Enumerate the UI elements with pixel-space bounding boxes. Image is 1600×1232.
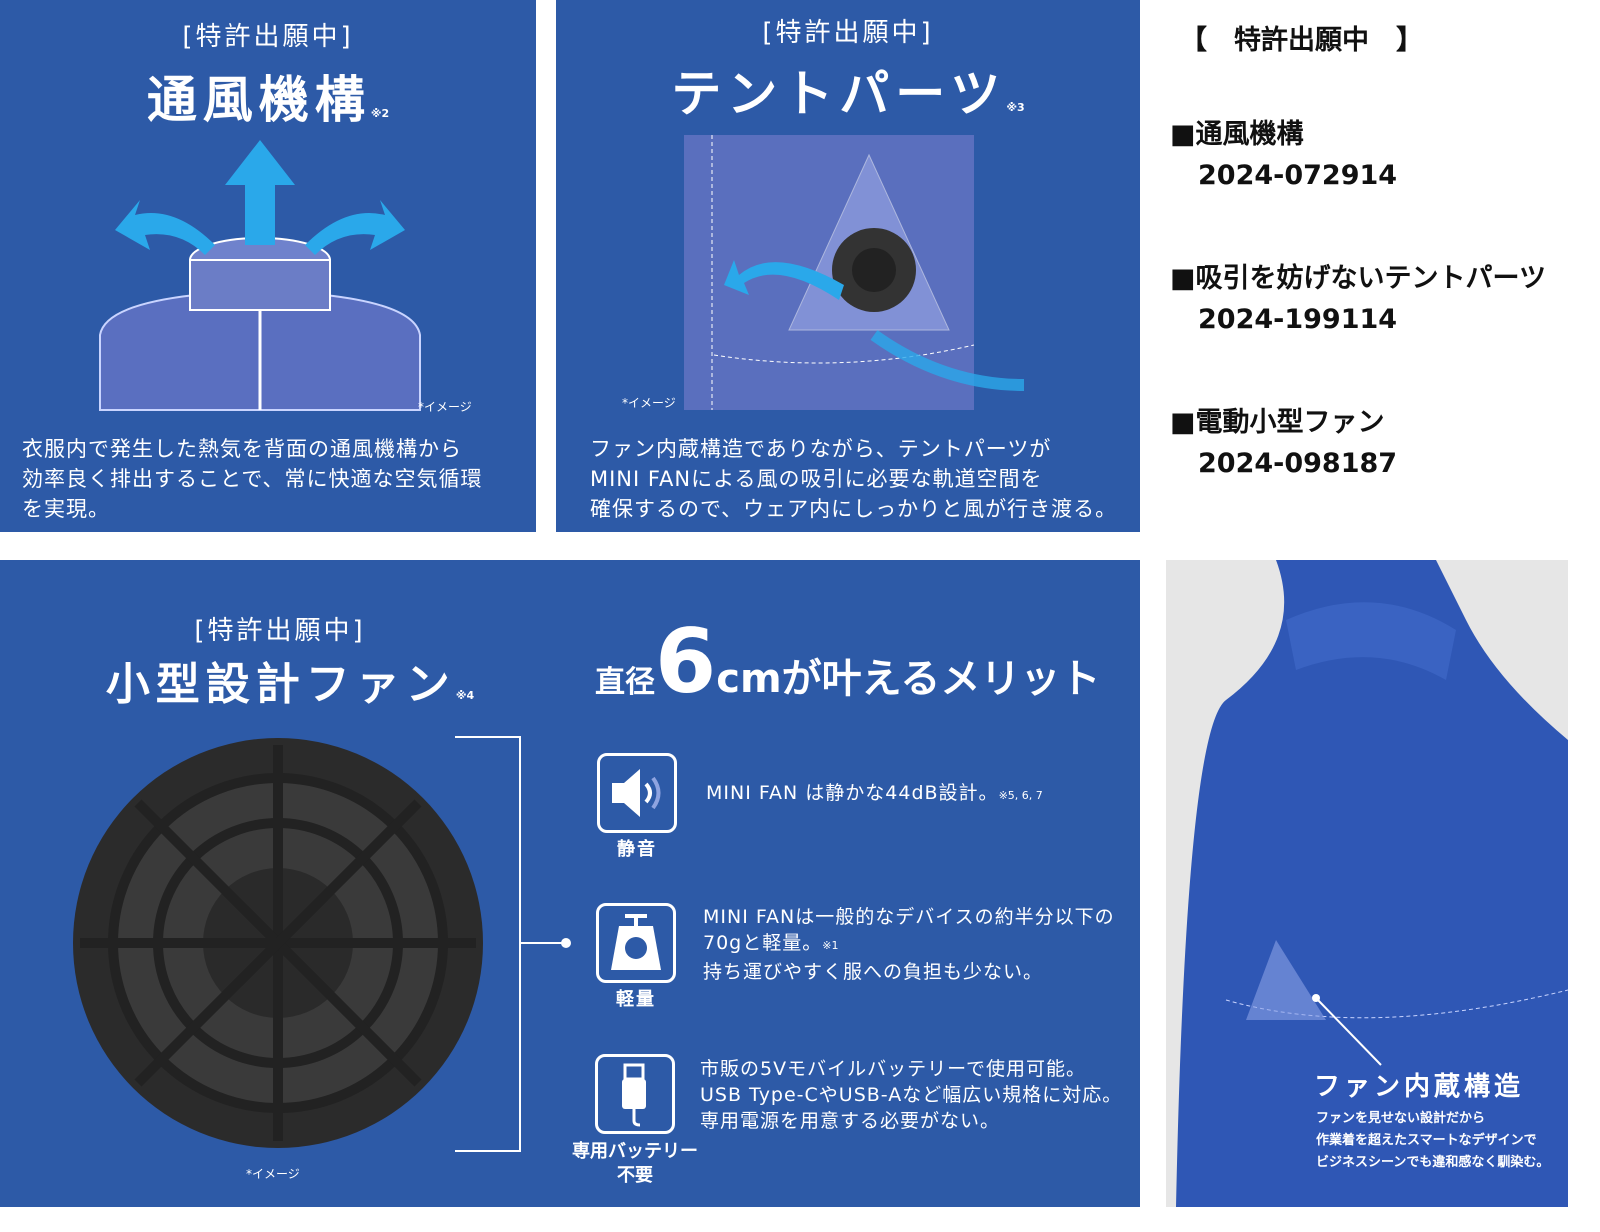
- photo-title: ファン内蔵構造: [1314, 1072, 1525, 1102]
- light-icon-box: [596, 903, 676, 983]
- tent-panel: [特許出願中] テントパーツ※3 *イメージ ファン内蔵構造でありながら、テント…: [556, 0, 1140, 532]
- patent-label: ■吸引を妨げないテントパーツ: [1170, 263, 1546, 294]
- image-note: *イメージ: [246, 1167, 300, 1181]
- patent-heading: 【 特許出願中 】: [1180, 25, 1423, 56]
- fan-panel: [特許出願中] 小型設計ファン※4 直径6cmが叶えるメリット *イメージ 静音…: [0, 560, 1140, 1207]
- arrow-up-icon: [225, 140, 295, 245]
- scale-icon: [611, 914, 661, 970]
- vent-panel: [特許出願中] 通風機構※2 *イメージ 衣服内で発生した熱気を背面の通風機構か…: [0, 0, 536, 532]
- speaker-icon: [612, 769, 661, 817]
- feature-text: MINI FAN は静かな44dB設計。※5, 6, 7: [706, 782, 1043, 804]
- shirt-photo: ファン内蔵構造 ファンを見せない設計だから作業着を超えたスマートなデザインでビジ…: [1166, 560, 1568, 1207]
- tent-illustration: [684, 135, 1025, 410]
- usb-plug-icon: [622, 1063, 646, 1127]
- patent-label: ■電動小型ファン: [1170, 407, 1385, 438]
- vent-description: 衣服内で発生した熱気を背面の通風機構から効率良く排出することで、常に快適な空気循…: [22, 437, 483, 521]
- feature-label: 軽量: [616, 989, 656, 1010]
- image-note: *イメージ: [418, 400, 472, 414]
- patent-tag: [特許出願中]: [762, 18, 934, 48]
- vent-illustration: [99, 140, 421, 411]
- fan-illustration: [73, 738, 483, 1148]
- shirt-illustration: [1176, 560, 1568, 1207]
- patent-label: ■通風機構: [1170, 119, 1304, 150]
- quiet-icon-box: [597, 753, 677, 833]
- patent-number: 2024-098187: [1198, 448, 1398, 479]
- battery-icon-box: [595, 1054, 675, 1134]
- feature-label: 静音: [617, 839, 657, 860]
- headline: 直径6cmが叶えるメリット: [595, 610, 1101, 713]
- feature-text: 市販の5Vモバイルバッテリーで使用可能。USB Type-CやUSB-Aなど幅広…: [700, 1058, 1123, 1132]
- patent-number: 2024-199114: [1198, 304, 1398, 335]
- patent-tag: [特許出願中]: [182, 22, 354, 52]
- panel-title: 小型設計ファン※4: [105, 659, 475, 710]
- panel-title: 通風機構※2: [146, 71, 390, 129]
- photo-description: ファンを見せない設計だから作業着を超えたスマートなデザインでビジネスシーンでも違…: [1316, 1111, 1550, 1170]
- arrow-right-icon: [305, 200, 405, 255]
- patent-number: 2024-072914: [1198, 160, 1398, 191]
- image-note: *イメージ: [622, 396, 676, 410]
- patent-tag: [特許出願中]: [194, 616, 366, 646]
- feature-label: 専用バッテリー 不要: [572, 1141, 698, 1186]
- bracket-line: [455, 736, 571, 1152]
- arrow-left-icon: [115, 200, 215, 255]
- panel-title: テントパーツ※3: [671, 65, 1025, 123]
